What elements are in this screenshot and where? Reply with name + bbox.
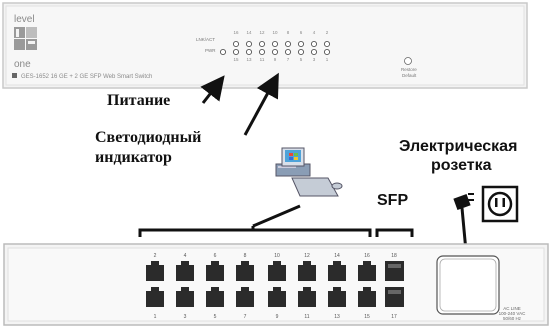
led-number-bottom: 3 xyxy=(313,57,316,62)
led-dot xyxy=(258,40,266,48)
port-number-bottom: 1 xyxy=(154,314,157,320)
rj45-port[interactable] xyxy=(206,261,224,281)
led-number-bottom: 9 xyxy=(274,57,277,62)
led-dot xyxy=(232,48,240,56)
led-dot xyxy=(310,40,318,48)
reset-label-2: Default xyxy=(402,73,417,78)
port-number-top: 12 xyxy=(304,253,310,259)
sfp-bracket xyxy=(375,228,414,237)
port-number-bottom: 11 xyxy=(304,314,309,320)
sfp-number-bottom: 17 xyxy=(391,314,397,320)
power-text-3: 50/60 Hz xyxy=(503,316,522,321)
led-number-top: 14 xyxy=(246,30,252,35)
logo-top-text: level xyxy=(14,14,35,25)
power-inlet: AC LINE 100-240 VAC 50/60 Hz xyxy=(436,255,526,321)
port-number-top: 10 xyxy=(274,253,280,259)
rj45-port[interactable] xyxy=(236,261,254,281)
led-number-bottom: 15 xyxy=(233,57,239,62)
reset-button[interactable] xyxy=(404,57,412,65)
led-indicators: 16 15 14 13 12 11 10 9 8 7 6 5 4 3 2 1 xyxy=(219,30,331,62)
rj45-port[interactable] xyxy=(146,287,164,307)
logo: level one xyxy=(14,14,37,70)
power-label: Питание xyxy=(107,92,171,109)
led-dot xyxy=(323,40,331,48)
led-number-bottom: 11 xyxy=(260,57,265,62)
led-dot xyxy=(284,40,292,48)
led-number-top: 2 xyxy=(326,30,329,35)
led-number-bottom: 7 xyxy=(287,57,290,62)
port-number-top: 8 xyxy=(244,253,247,259)
port-number-bottom: 5 xyxy=(214,314,217,320)
led-dot xyxy=(258,48,266,56)
front-panel: level one GES-1652 16 GE + 2 GE SFP Web … xyxy=(2,2,528,89)
wall-outlet-icon xyxy=(481,185,519,223)
led-dot xyxy=(297,40,305,48)
sfp-number-top: 18 xyxy=(391,253,397,259)
led-number-top: 4 xyxy=(313,30,316,35)
rj45-port[interactable] xyxy=(268,287,286,307)
led-number-top: 8 xyxy=(287,30,290,35)
led-dot xyxy=(284,48,292,56)
port-number-bottom: 7 xyxy=(244,314,247,320)
led-dot xyxy=(323,48,331,56)
led-arrow-icon xyxy=(243,72,279,136)
led-dot xyxy=(271,40,279,48)
led-number-top: 12 xyxy=(259,30,265,35)
led-label-line1: Светодиодный xyxy=(95,129,202,146)
led-number-top: 6 xyxy=(300,30,303,35)
computer-link-line xyxy=(252,204,301,228)
port-number-top: 2 xyxy=(154,253,157,259)
reset-label-1: Restore xyxy=(401,67,417,72)
led-label-lnkact: LNK/ACT xyxy=(196,37,215,42)
port-number-top: 4 xyxy=(184,253,187,259)
port-number-bottom: 3 xyxy=(184,314,187,320)
rj45-port[interactable] xyxy=(206,287,224,307)
port-number-top: 14 xyxy=(334,253,340,259)
rj45-port[interactable] xyxy=(176,287,194,307)
power-text-1: AC LINE xyxy=(503,306,521,311)
rj45-port[interactable] xyxy=(236,287,254,307)
led-number-bottom: 1 xyxy=(326,57,329,62)
rj45-port[interactable] xyxy=(268,261,286,281)
model-text: GES-1652 16 GE + 2 GE SFP Web Smart Swit… xyxy=(21,74,152,80)
rj45-port[interactable] xyxy=(358,261,376,281)
rj45-port[interactable] xyxy=(358,287,376,307)
rj45-port[interactable] xyxy=(146,261,164,281)
power-text-2: 100-240 VAC xyxy=(499,311,526,316)
led-label-pwr: PWR xyxy=(205,48,216,53)
led-number-top: 16 xyxy=(233,30,239,35)
power-arrow-icon xyxy=(200,75,225,104)
rj45-port[interactable] xyxy=(328,261,346,281)
led-dot xyxy=(297,48,305,56)
port-number-bottom: 15 xyxy=(364,314,370,320)
rj45-port[interactable] xyxy=(176,261,194,281)
led-number-bottom: 5 xyxy=(300,57,303,62)
led-dot xyxy=(232,40,240,48)
led-label-line2: индикатор xyxy=(95,149,172,166)
model-bullet xyxy=(12,73,17,78)
led-dot xyxy=(271,48,279,56)
port-number-bottom: 13 xyxy=(334,314,340,320)
port-number-top: 6 xyxy=(214,253,217,259)
port-number-top: 16 xyxy=(364,253,370,259)
led-number-top: 10 xyxy=(272,30,278,35)
logo-bottom-text: one xyxy=(14,59,31,70)
computer-icon xyxy=(275,147,343,197)
sfp-label: SFP xyxy=(377,192,409,209)
port-number-bottom: 9 xyxy=(276,314,279,320)
rj45-bracket xyxy=(138,228,372,237)
outlet-label-line1: Электрическая xyxy=(399,138,518,155)
power-led xyxy=(219,48,227,56)
rj45-port[interactable] xyxy=(298,261,316,281)
led-dot xyxy=(310,48,318,56)
rj45-port[interactable] xyxy=(328,287,346,307)
led-dot xyxy=(245,40,253,48)
led-number-bottom: 13 xyxy=(246,57,252,62)
rj45-port[interactable] xyxy=(298,287,316,307)
led-dot xyxy=(245,48,253,56)
outlet-label-line2: розетка xyxy=(431,157,492,174)
